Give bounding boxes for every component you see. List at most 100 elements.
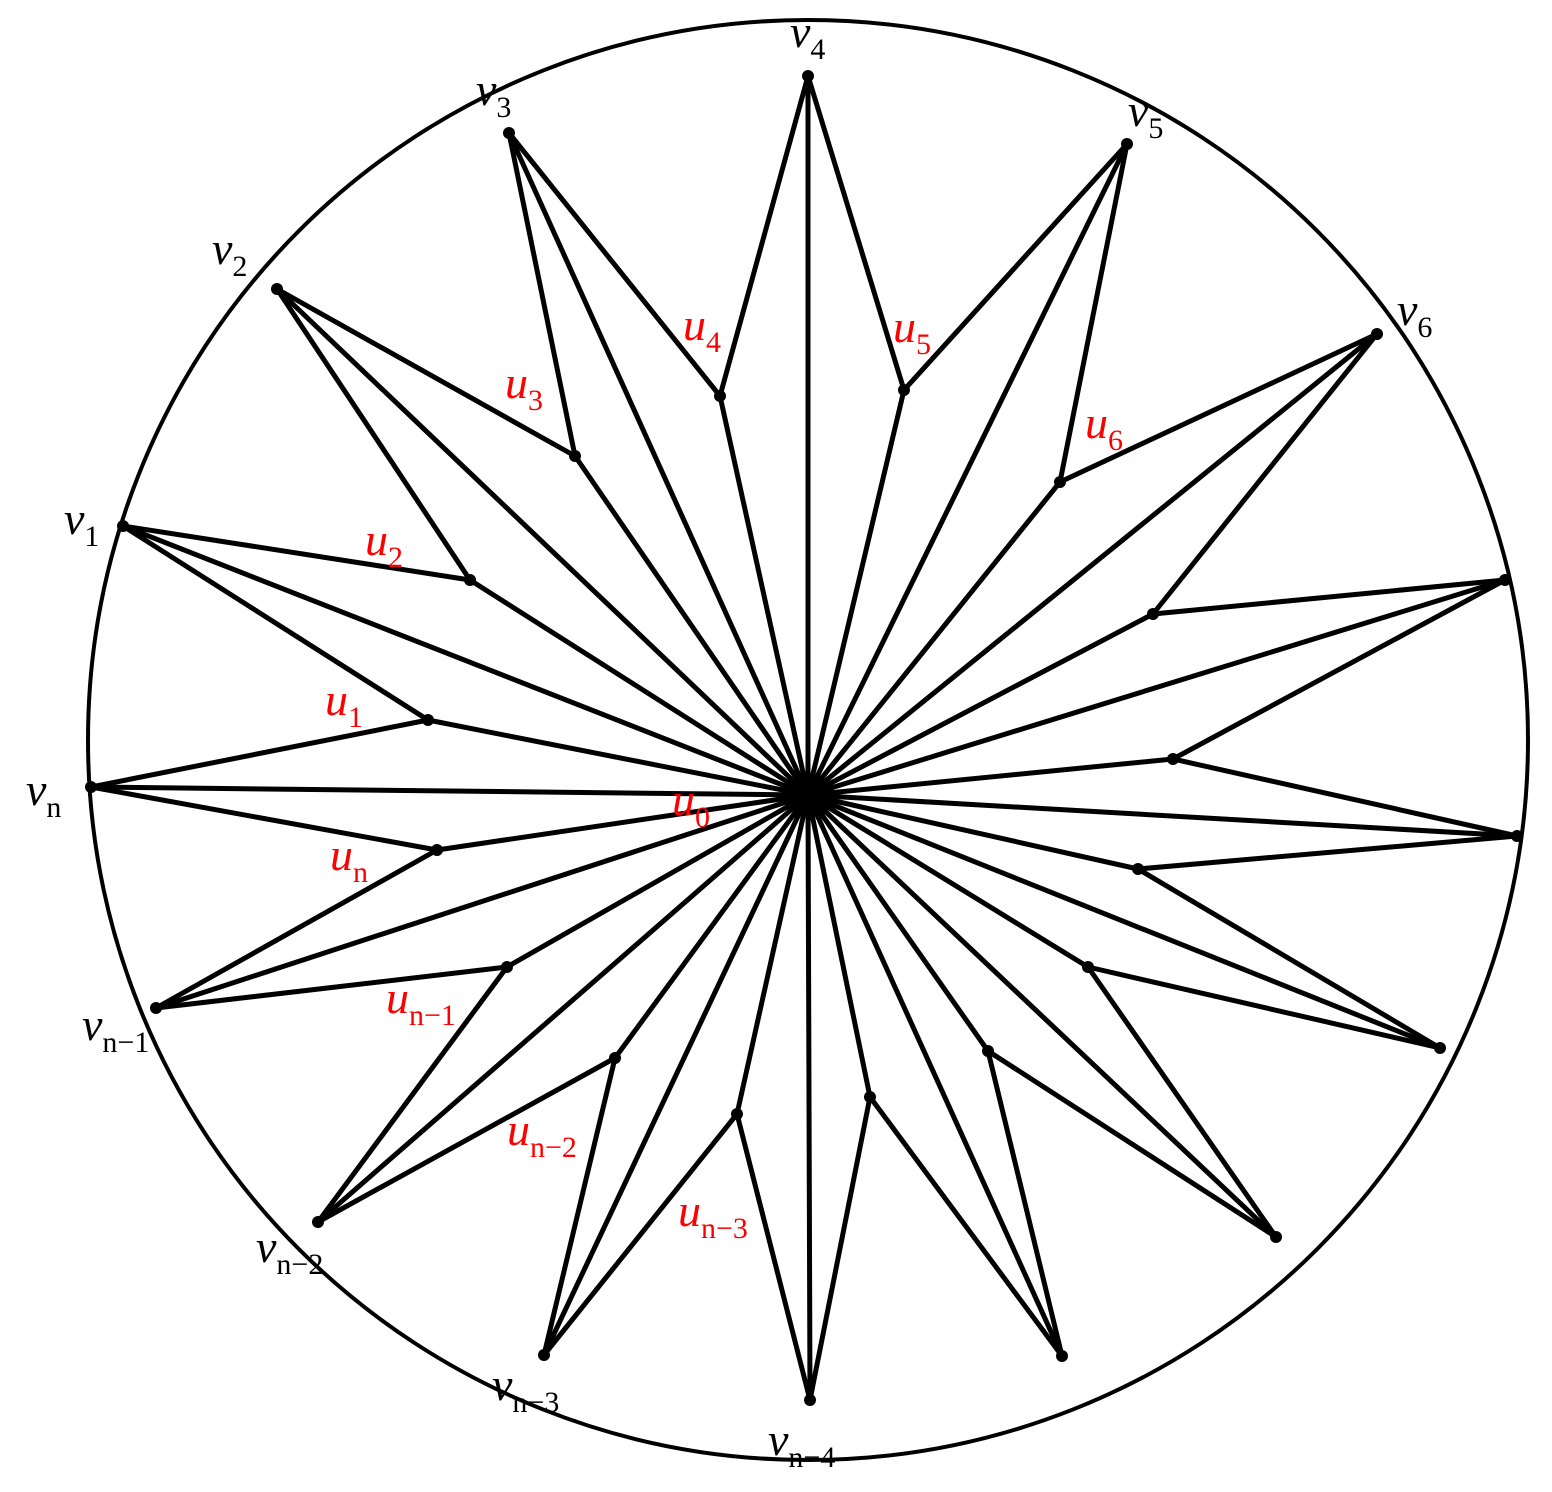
label-vn-4-base: v	[768, 1414, 789, 1465]
vertex-u3	[569, 450, 581, 462]
edge-w1-x2	[1170, 577, 1508, 762]
edge-u0-v6	[805, 331, 1380, 798]
label-un-2-sub: n−2	[530, 1131, 577, 1164]
edge-v1-u2	[120, 523, 473, 583]
edge-w2-x3	[1135, 833, 1520, 872]
vertex-v5	[1121, 138, 1133, 150]
vertex-x1	[1147, 608, 1159, 620]
edge-u5-v5	[901, 141, 1130, 393]
label-v4-sub: 4	[810, 33, 825, 66]
edge-u1-v1	[120, 523, 431, 723]
vertex-v3	[503, 127, 515, 139]
vertex-x4	[1082, 961, 1094, 973]
label-u1-base: u	[325, 674, 348, 725]
label-v3-base: v	[476, 64, 497, 115]
label-un-3: un−3	[678, 1185, 748, 1245]
label-v3: v3	[476, 64, 511, 124]
vertex-vn-3	[538, 1349, 550, 1361]
label-u2-sub: 2	[388, 541, 403, 574]
vertex-v4	[802, 70, 814, 82]
label-vn-2-base: v	[256, 1221, 277, 1272]
label-un-1: un−1	[386, 972, 456, 1032]
label-u0: u0	[672, 774, 710, 834]
label-vn-3-base: v	[492, 1359, 513, 1410]
edge-u3-v3	[506, 130, 578, 459]
edge-vn-2-un-1	[315, 964, 510, 1225]
edge-x6-u0	[805, 792, 873, 1100]
label-vn-2-sub: n−2	[276, 1248, 323, 1281]
edge-v2-u3	[274, 286, 578, 459]
edge-x4-u0	[805, 792, 1091, 970]
label-u6: u6	[1085, 397, 1123, 457]
label-v1-base: v	[64, 493, 85, 544]
vertex-u5	[898, 384, 910, 396]
label-u5-base: u	[893, 301, 916, 352]
edge-u0-vn-3	[541, 792, 811, 1358]
label-un-2: un−2	[507, 1104, 577, 1164]
label-vn-2: vn−2	[256, 1221, 323, 1281]
edge-u0-w5	[805, 792, 1065, 1359]
label-u5-sub: 5	[916, 328, 931, 361]
edge-u1-u0	[425, 717, 811, 798]
vertex-u6	[1054, 476, 1066, 488]
edge-v5-u6	[1057, 141, 1130, 485]
label-vn-base: v	[26, 764, 47, 815]
vertex-un-2	[609, 1052, 621, 1064]
vertex-u2	[464, 574, 476, 586]
label-u1: u1	[325, 674, 363, 734]
vertex-un-1	[501, 961, 513, 973]
label-un-sub: n	[353, 856, 368, 889]
vertices	[85, 70, 1523, 1406]
edge-u0-v5	[805, 141, 1130, 798]
vertex-vn	[85, 781, 97, 793]
edge-u6-v6	[1057, 331, 1380, 485]
label-vn-3-sub: n−3	[512, 1386, 559, 1419]
label-vn-1-sub: n−1	[102, 1026, 149, 1059]
label-u4: u4	[683, 299, 721, 359]
edge-u5-u0	[805, 387, 907, 798]
vertex-w4	[1270, 1231, 1282, 1243]
vertex-w1	[1499, 574, 1511, 586]
label-vn-1-base: v	[82, 999, 103, 1050]
vertex-v2	[271, 283, 283, 295]
edge-u0-vn-1	[153, 792, 811, 1011]
edge-v6-x1	[1150, 331, 1380, 617]
edge-u0-w1	[805, 577, 1508, 798]
edge-w4-x5	[985, 1048, 1279, 1240]
label-v6-base: v	[1397, 284, 1418, 335]
edge-un-3-vn-3	[541, 1111, 740, 1358]
vertex-vn-2	[312, 1216, 324, 1228]
vertex-x2	[1167, 753, 1179, 765]
edge-x6-vn-4	[807, 1094, 873, 1403]
label-un-base: u	[330, 829, 353, 880]
edge-u4-u0	[717, 393, 811, 798]
edge-x1-w1	[1150, 577, 1508, 617]
vertex-un	[431, 844, 443, 856]
edge-u0-w2	[805, 792, 1520, 839]
vertex-un-3	[731, 1108, 743, 1120]
label-u3-sub: 3	[528, 384, 543, 417]
vertex-x6	[864, 1091, 876, 1103]
label-v1-sub: 1	[84, 520, 99, 553]
vertex-v6	[1371, 328, 1383, 340]
vertex-w5	[1056, 1350, 1068, 1362]
edge-un-1-vn-1	[153, 964, 510, 1011]
label-vn-4: vn−4	[768, 1414, 835, 1474]
label-un: un	[330, 829, 368, 889]
edge-x3-u0	[805, 792, 1141, 872]
edge-u4-v4	[717, 73, 811, 399]
label-v4: v4	[790, 6, 825, 66]
label-un-1-sub: n−1	[409, 999, 456, 1032]
label-u6-base: u	[1085, 397, 1108, 448]
label-v2: v2	[212, 223, 247, 283]
edge-x5-w5	[985, 1048, 1065, 1359]
edge-vn-3-un-2	[541, 1055, 618, 1358]
vertex-vn-1	[150, 1002, 162, 1014]
edge-u0-vn-2	[315, 792, 811, 1225]
edge-vn-4-un-3	[734, 1111, 813, 1403]
label-u3: u3	[505, 357, 543, 417]
label-vn: vn	[26, 764, 61, 824]
label-u4-base: u	[683, 299, 706, 350]
label-un-3-sub: n−3	[701, 1212, 748, 1245]
